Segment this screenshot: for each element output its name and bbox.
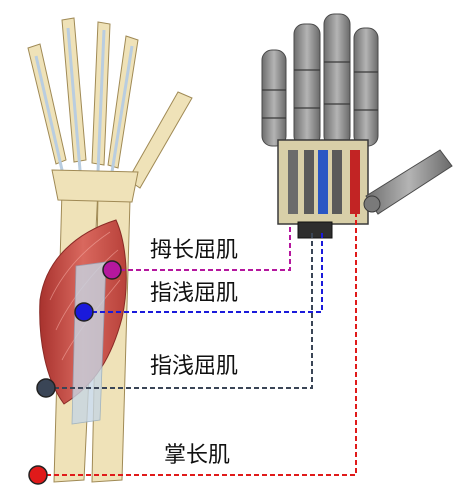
label-flexor-digitorum-superficialis-2: 指浅屈肌 bbox=[150, 354, 239, 379]
robotic-hand bbox=[261, 13, 453, 239]
connector-pl bbox=[38, 214, 357, 476]
robot-fingers bbox=[261, 13, 379, 147]
connector-lines bbox=[38, 214, 357, 476]
label-palmaris-longus: 掌长肌 bbox=[164, 443, 231, 468]
robot-thumb bbox=[363, 149, 453, 215]
label-flexor-pollicis-longus: 拇长屈肌 bbox=[150, 238, 239, 263]
marker-fds1 bbox=[74, 302, 94, 322]
connector-fds1 bbox=[84, 232, 323, 313]
robot-actuators bbox=[288, 150, 360, 214]
robot-wrist-base bbox=[297, 221, 333, 239]
marker-fpl bbox=[102, 260, 122, 280]
connector-fds2 bbox=[46, 232, 313, 389]
marker-pl bbox=[28, 465, 48, 485]
finger-bones bbox=[27, 17, 193, 189]
connector-fpl bbox=[112, 226, 291, 271]
wrist-tendon-sheath bbox=[71, 261, 107, 425]
marker-dots bbox=[28, 260, 122, 485]
marker-fds2 bbox=[36, 378, 56, 398]
label-flexor-digitorum-superficialis-1: 指浅屈肌 bbox=[150, 281, 239, 306]
robot-finger-joints bbox=[262, 61, 378, 119]
